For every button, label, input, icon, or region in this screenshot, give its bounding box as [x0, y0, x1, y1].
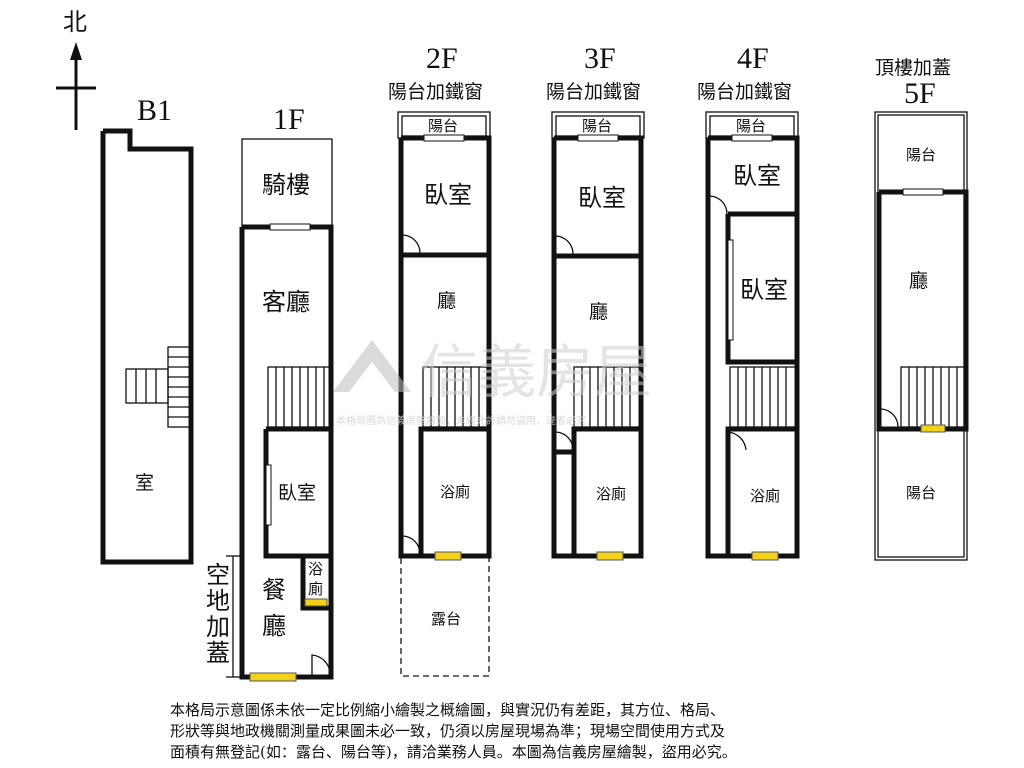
f2-balcony-label: 陽台 — [428, 117, 458, 135]
f5-stairs — [900, 366, 966, 428]
f1-addition-dimension — [226, 555, 240, 678]
f2-terrace-outline — [400, 558, 490, 677]
b1-room-label: 室 — [135, 472, 154, 494]
f5-balcony-top-label: 陽台 — [906, 146, 936, 164]
f1-dining-label-2: 廳 — [262, 612, 286, 640]
f5-balcony-bottom-label: 陽台 — [906, 484, 936, 502]
f3-title: 3F — [584, 42, 616, 75]
f2-bedroom-label: 臥室 — [424, 181, 472, 209]
f3-note: 陽台加鐵窗 — [546, 81, 641, 103]
f4-balcony-label: 陽台 — [736, 117, 766, 135]
f1-door-swing — [311, 654, 331, 675]
f1-bath-label-1: 浴 — [308, 560, 323, 578]
watermark-note: 本格局圖為信義房屋繪製，未經允許請勿盜用，違者必究 — [336, 414, 586, 427]
f4-note: 陽台加鐵窗 — [697, 81, 792, 103]
f2-bath-wall — [418, 426, 489, 556]
f2-bath-window — [434, 551, 462, 561]
f2-terrace-label: 露台 — [431, 610, 461, 628]
b1-stairs — [125, 346, 191, 428]
f4-bedroom-mid-label: 臥室 — [740, 276, 788, 304]
f1-addition-label-2: 地 — [206, 587, 230, 615]
f2-bath-label: 浴廁 — [440, 483, 470, 501]
f1-stairs — [267, 366, 331, 428]
north-arrow-icon — [56, 42, 96, 130]
f1-living-label: 客廳 — [262, 288, 310, 316]
f5-hall-label: 廳 — [909, 270, 928, 292]
f1-addition-label-3: 加 — [206, 613, 230, 641]
f1-arcade-label: 騎樓 — [262, 171, 310, 199]
b1-title: B1 — [137, 94, 172, 127]
disclaimer: 本格局示意圖係未依一定比例縮小繪製之概繪圖，與實況仍有差距，其方位、格局、 形狀… — [170, 700, 870, 763]
f1-addition-label-1: 空 — [206, 561, 230, 589]
f1-bedroom-label: 臥室 — [278, 482, 316, 504]
north-label: 北 — [63, 8, 87, 36]
f3-bedroom-label: 臥室 — [578, 184, 626, 212]
f5-title-note: 頂樓加蓋 — [875, 57, 951, 79]
f4-bath-window — [751, 551, 779, 561]
f3-hall-label: 廳 — [589, 301, 608, 323]
f1-bath-wall — [300, 556, 331, 611]
f1-bath-window — [304, 598, 328, 607]
disclaimer-line-3: 面積有無登記(如：露台、陽台等)，請洽業務人員。本圖為信義房屋繪製，盜用必究。 — [170, 743, 737, 761]
f3-bath-wall — [571, 426, 641, 556]
f4-bath-wall — [725, 426, 797, 556]
f4-stairs — [729, 366, 797, 428]
disclaimer-line-2: 形狀等與地政機關測量成果圖未必一致，仍須以房屋現場為準；現場空間使用方式及 — [170, 722, 726, 740]
f2-note: 陽台加鐵窗 — [388, 81, 483, 103]
watermark-logo-icon — [333, 340, 411, 392]
f4-bedroom-top-label: 臥室 — [733, 162, 781, 190]
f2-title: 2F — [426, 42, 458, 75]
f3-stairs — [573, 366, 641, 428]
f5-window — [920, 424, 946, 433]
f3-balcony-label: 陽台 — [582, 117, 612, 135]
f1-front-window — [249, 672, 297, 682]
f2-hall-label: 廳 — [437, 290, 456, 312]
f1-dining-label-1: 餐 — [262, 576, 286, 604]
f4-title: 4F — [737, 42, 769, 75]
f3-bath-label: 浴廁 — [596, 485, 626, 503]
watermark-brand: 信義房屋 — [420, 338, 652, 406]
f1-bath-label-2: 廁 — [308, 580, 323, 598]
f5-hall-wall — [876, 189, 969, 432]
f1-addition-label-4: 蓋 — [206, 639, 230, 667]
f3-bath-window — [596, 551, 624, 561]
f4-bath-label: 浴廁 — [750, 487, 780, 505]
f5-title: 5F — [904, 77, 936, 110]
f1-title: 1F — [273, 103, 305, 136]
disclaimer-line-1: 本格局示意圖係未依一定比例縮小繪製之概繪圖，與實況仍有差距，其方位、格局、 — [170, 701, 726, 719]
b1-outline — [100, 128, 194, 565]
